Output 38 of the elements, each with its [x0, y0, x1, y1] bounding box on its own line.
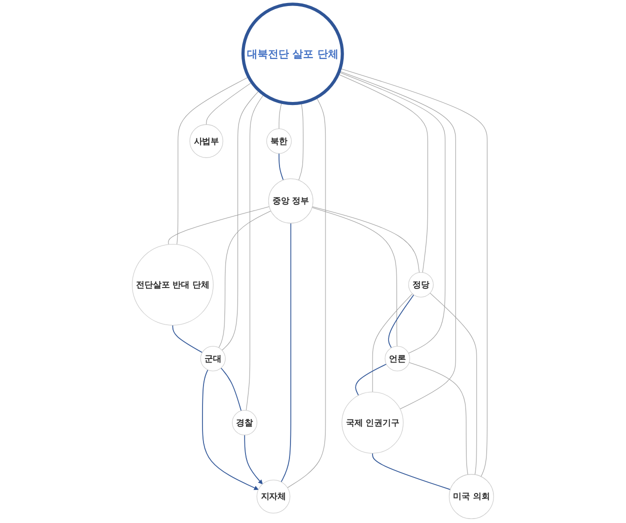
connector [206, 82, 252, 125]
connector [168, 206, 270, 245]
connector [176, 76, 250, 245]
arrow [244, 434, 263, 484]
connector [388, 294, 414, 348]
node-circle: 경찰 [232, 410, 258, 436]
connector [372, 452, 451, 490]
connector [246, 94, 264, 411]
connector [312, 207, 398, 347]
node-circle: 사법부 [190, 124, 224, 158]
connector [355, 364, 387, 396]
connector [338, 72, 446, 354]
node-circle: 중앙 정부 [268, 178, 314, 224]
node-circle: 미국 의회 [448, 474, 494, 520]
node-circle: 군대 [200, 346, 226, 372]
connector [340, 68, 488, 477]
connector [172, 324, 203, 353]
connector [372, 293, 413, 392]
connector [220, 368, 242, 412]
connector [222, 90, 260, 351]
node-circle: 전단살포 반대 단체 [132, 244, 214, 326]
connector [278, 153, 284, 180]
node-circle: 언론 [384, 346, 410, 372]
node-circle: 대북전단 살포 단체 [242, 2, 344, 106]
connector [287, 97, 326, 488]
connector [298, 102, 304, 180]
connector [278, 102, 282, 130]
node-circle: 국제 인권기구 [342, 392, 404, 454]
node-circle: 정당 [408, 272, 434, 298]
connector [430, 292, 477, 475]
connector [408, 362, 468, 475]
connector [312, 206, 420, 273]
connector [339, 70, 456, 410]
node-circle: 지자체 [256, 480, 290, 514]
connector [338, 74, 428, 273]
connector [218, 210, 272, 348]
node-circle: 북한 [266, 128, 292, 154]
connector [280, 222, 292, 482]
